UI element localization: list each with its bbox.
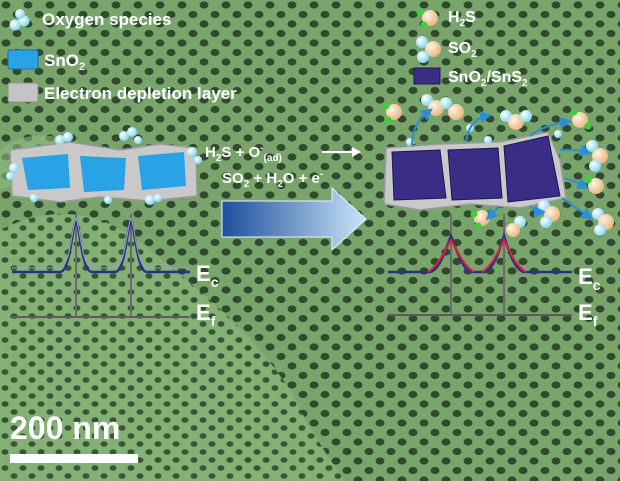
- reduced-barrier-right: [427, 237, 527, 273]
- right-composite-grains: [383, 131, 567, 211]
- conduction-band-left-glow: [12, 216, 190, 269]
- so2-molecule-2: [500, 110, 532, 130]
- depletion-layer-swatch: [7, 82, 39, 103]
- h2s-molecule-3: [570, 108, 592, 130]
- ef-label-right: Ef: [578, 300, 598, 329]
- sno2-grain-2: [80, 156, 126, 192]
- legend-sno2: SnO2: [7, 49, 85, 73]
- sem-grain-left: [0, 213, 345, 481]
- reaction-line-2: SO2 + H2O + e-: [222, 169, 323, 190]
- so2-molecule-icon: [416, 36, 441, 63]
- sno2-grain-3: [138, 152, 186, 190]
- so2-molecule-1: [421, 94, 452, 116]
- adsorbed-oxygen-left: [6, 127, 202, 205]
- legend-oxygen-species: Oxygen species: [9, 9, 171, 31]
- so2-molecule-6: [506, 216, 526, 237]
- legend-h2s: H2S: [416, 8, 476, 29]
- legend-label-sno2: SnO2: [44, 51, 85, 73]
- legend-so2: SO2: [416, 36, 477, 63]
- band-diagram-left: Ec Ef: [10, 214, 219, 329]
- so2-molecule-3: [586, 140, 608, 172]
- scale-bar-line: [10, 454, 138, 463]
- reaction-arrowhead: [352, 147, 361, 157]
- legend-label-oxygen: Oxygen species: [42, 10, 171, 29]
- left-sno2-grains: [6, 127, 202, 205]
- legend-label-composite: SnO2/SnS2: [448, 69, 528, 89]
- ec-label-right: Ec: [578, 264, 601, 293]
- ef-label-left: Ef: [196, 300, 216, 329]
- composite-grain-1: [391, 149, 447, 201]
- sno2-grain-1: [22, 154, 70, 190]
- legend-label-h2s: H2S: [448, 9, 476, 29]
- legend-depletion: Electron depletion layer: [7, 82, 237, 103]
- composite-swatch: [413, 67, 441, 85]
- ec-label-left: Ec: [196, 261, 219, 290]
- composite-grain-2: [447, 147, 503, 201]
- so2-molecule-4: [592, 208, 614, 236]
- legend-label-depletion: Electron depletion layer: [44, 84, 237, 103]
- reaction-equation: H2S + O-(ad) SO2 + H2O + e-: [205, 143, 361, 190]
- band-diagram-right: Ec Ef: [388, 214, 601, 329]
- legend-label-so2: SO2: [448, 40, 477, 60]
- composite-grain-3: [503, 135, 561, 203]
- gas-molecules-right: [382, 94, 614, 237]
- h2s-molecule-icon: [416, 8, 438, 29]
- h2s-molecule-1: [382, 102, 402, 124]
- legend-composite: SnO2/SnS2: [413, 67, 528, 89]
- release-arrows: [411, 108, 593, 221]
- reaction-line-1: H2S + O-(ad): [205, 143, 282, 164]
- scale-bar: 200 nm: [10, 410, 138, 463]
- scale-bar-label: 200 nm: [10, 410, 120, 446]
- process-arrow: [221, 186, 367, 252]
- sno2-swatch: [7, 49, 39, 70]
- oxygen-species-icon: [9, 9, 30, 31]
